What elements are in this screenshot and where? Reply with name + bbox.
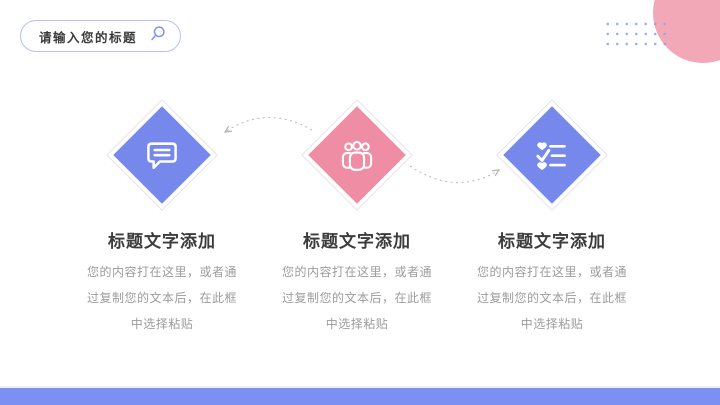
step-heading[interactable]: 标题文字添加 <box>108 232 216 251</box>
process-step-3: 标题文字添加 您的内容打在这里，或者通过复制您的文本后，在此框中选择粘贴 <box>459 97 645 337</box>
diamond-shape-2[interactable] <box>300 97 415 212</box>
step-body-text[interactable]: 您的内容打在这里，或者通过复制您的文本后，在此框中选择粘贴 <box>86 265 237 331</box>
diamond-shape-3[interactable] <box>495 97 610 212</box>
title-input[interactable]: 请输入您的标题 <box>20 20 182 52</box>
diamond-shape-1[interactable] <box>105 97 220 212</box>
magnifier-icon <box>149 25 166 47</box>
step-body-text[interactable]: 您的内容打在这里，或者通过复制您的文本后，在此框中选择粘贴 <box>476 265 627 331</box>
chat-bubble-icon <box>129 122 194 187</box>
dot-grid-decoration <box>603 19 667 48</box>
process-step-1: 标题文字添加 您的内容打在这里，或者通过复制您的文本后，在此框中选择粘贴 <box>69 97 255 337</box>
bottom-accent-bar <box>0 388 720 405</box>
step-heading[interactable]: 标题文字添加 <box>303 232 411 251</box>
title-placeholder-text: 请输入您的标题 <box>39 30 138 45</box>
people-group-icon <box>324 122 389 187</box>
step-body-text[interactable]: 您的内容打在这里，或者通过复制您的文本后，在此框中选择粘贴 <box>281 265 432 331</box>
step-heading[interactable]: 标题文字添加 <box>498 232 606 251</box>
checklist-icon <box>519 122 584 187</box>
process-step-2: 标题文字添加 您的内容打在这里，或者通过复制您的文本后，在此框中选择粘贴 <box>264 97 450 337</box>
